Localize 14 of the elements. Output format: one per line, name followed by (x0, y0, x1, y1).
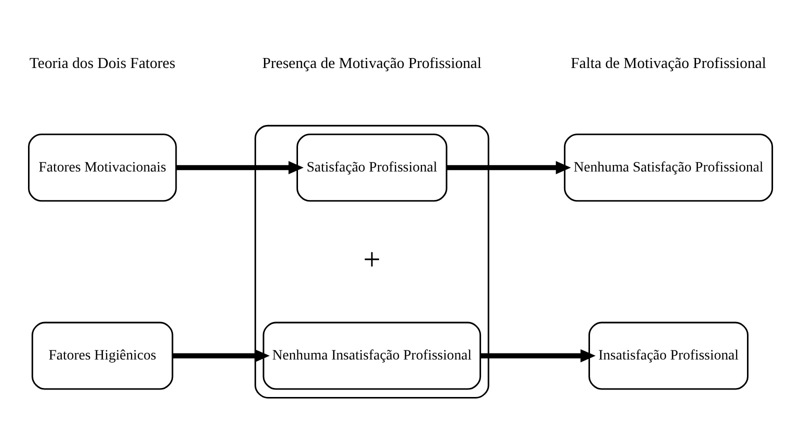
arrow (176, 161, 304, 174)
label: + (363, 242, 381, 276)
label: Teoria dos Dois Fatores (30, 54, 176, 72)
node-box: Fatores Motivacionais (28, 134, 177, 202)
node-box: Nenhuma Insatisfação Profissional (262, 322, 482, 390)
node-box: Nenhuma Satisfação Profissional (564, 134, 774, 202)
label: Falta de Motivação Profissional (570, 54, 766, 72)
node-box: Insatisfação Profissional (588, 322, 748, 390)
node-box: Satisfação Profissional (296, 134, 448, 202)
node-box: Fatores Higiênicos (32, 322, 174, 390)
label: Presença de Motivação Profissional (262, 54, 482, 72)
arrow (446, 161, 571, 174)
arrow (172, 349, 270, 362)
arrow (480, 349, 596, 362)
